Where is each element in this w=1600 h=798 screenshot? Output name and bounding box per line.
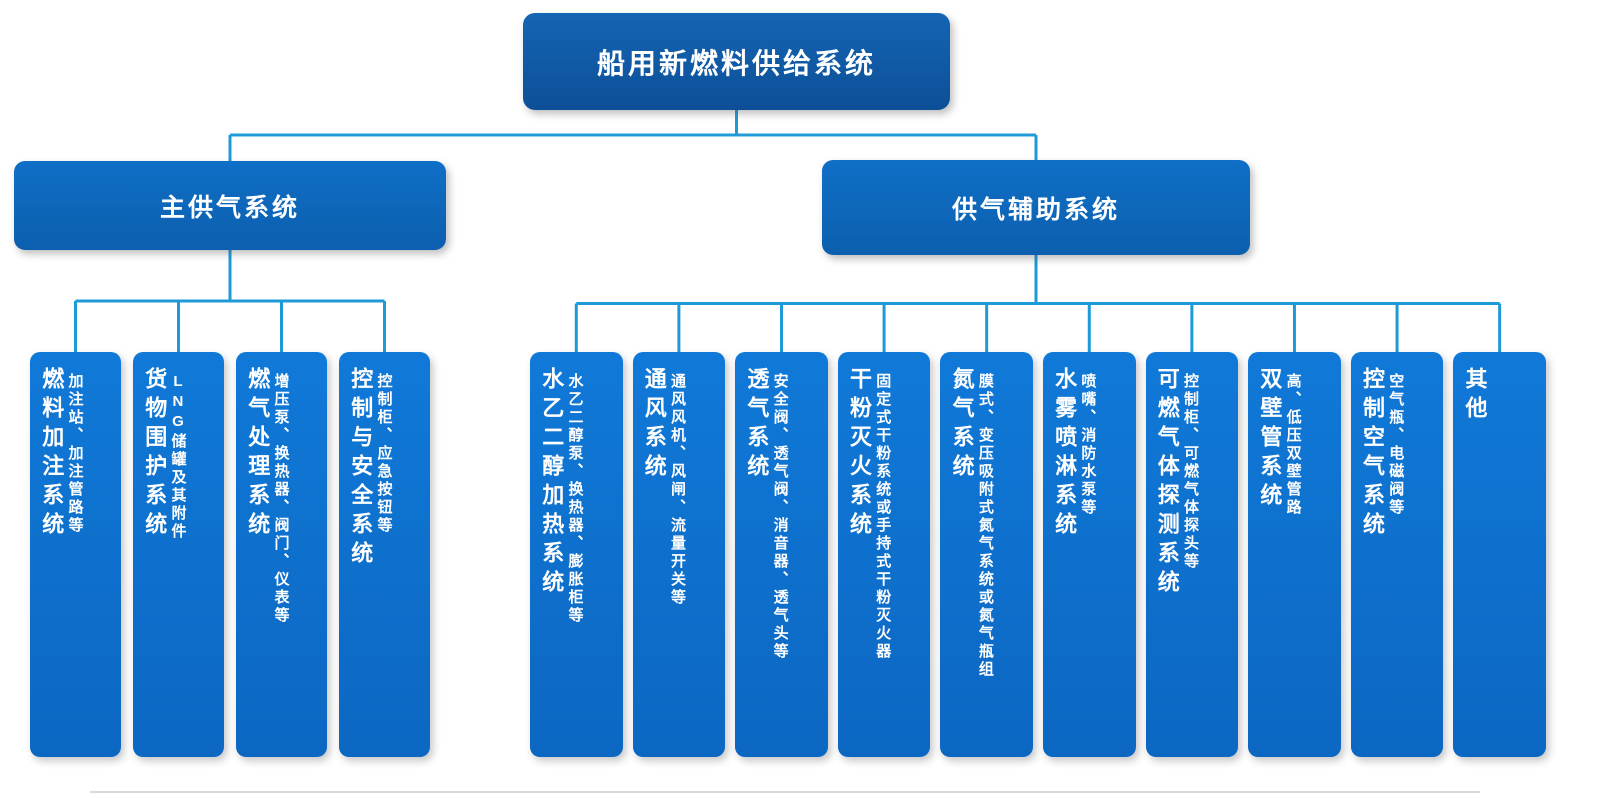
root-node: 船用新燃料供给系统 [523,13,950,110]
leaf-title: 燃气处理系统 [245,367,271,541]
leaf-box: 透气系统安全阀、透气阀、消音器、透气头等 [735,352,828,757]
leaf-detail: 控制柜、应急按钮等 [375,373,393,535]
leaf-detail: 加注站、加注管路等 [66,373,84,535]
leaf-title: 燃料加注系统 [39,367,65,541]
leaf-title: 通风系统 [641,367,667,483]
leaf-detail: 控制柜、可燃气体探头等 [1182,373,1199,571]
leaf-box: 双壁管系统高、低压双壁管路 [1248,352,1341,757]
branch-box-aux: 供气辅助系统 [822,160,1250,255]
leaf-title: 双壁管系统 [1257,367,1283,512]
leaf-box: 干粉灭火系统固定式干粉系统或手持式干粉灭火器 [837,352,931,757]
leaf-detail: 喷嘴、消防水泵等 [1079,373,1097,517]
branch-box-main: 主供气系统 [14,161,446,250]
leaf-box: 燃气处理系统增压泵、换热器、阀门、仪表等 [236,352,327,757]
leaf-detail: 高、低压双壁管路 [1284,373,1302,517]
leaf-box: 水雾喷淋系统喷嘴、消防水泵等 [1042,352,1136,757]
leaf-row-aux: 水乙二醇加热系统水乙二醇泵、换热器、膨胀柜等通风系统通风风机、风闸、流量开关等透… [530,352,1546,757]
leaf-title: 干粉灭火系统 [846,367,872,541]
leaf-title: 其他 [1462,367,1488,425]
leaf-detail: 安全阀、透气阀、消音器、透气头等 [771,373,789,661]
bottom-divider [90,791,1480,793]
leaf-box: 可燃气体探测系统控制柜、可燃气体探头等 [1145,352,1239,757]
leaf-detail: 空气瓶、电磁阀等 [1387,373,1405,517]
leaf-title: 控制与安全系统 [348,367,374,570]
leaf-box: 其他 [1453,352,1546,757]
leaf-title: 透气系统 [744,367,770,483]
leaf-box: 控制空气系统空气瓶、电磁阀等 [1350,352,1444,757]
leaf-box: 水乙二醇加热系统水乙二醇泵、换热器、膨胀柜等 [530,352,623,757]
branch-label-main: 主供气系统 [159,193,300,222]
leaf-detail: 膜式、变压吸附式氮气系统或氮气瓶组 [976,373,994,679]
leaf-box: 氮气系统膜式、变压吸附式氮气系统或氮气瓶组 [940,352,1033,757]
leaf-detail: 水乙二醇泵、换热器、膨胀柜等 [566,373,584,625]
leaf-box: 通风系统通风风机、风闸、流量开关等 [632,352,726,757]
leaf-detail: LNG储罐及其附件 [169,373,187,541]
leaf-title: 水雾喷淋系统 [1052,367,1078,541]
leaf-detail: 固定式干粉系统或手持式干粉灭火器 [874,373,892,661]
leaf-title: 可燃气体探测系统 [1154,367,1180,599]
leaf-detail: 通风风机、风闸、流量开关等 [669,373,687,607]
leaf-title: 氮气系统 [949,367,975,483]
leaf-detail: 增压泵、换热器、阀门、仪表等 [272,373,290,625]
root-label: 船用新燃料供给系统 [596,47,876,79]
leaf-box: 燃料加注系统加注站、加注管路等 [30,352,121,757]
branch-label-aux: 供气辅助系统 [951,195,1120,224]
leaf-title: 控制空气系统 [1359,367,1385,541]
leaf-box: 控制与安全系统控制柜、应急按钮等 [339,352,430,757]
leaf-title: 水乙二醇加热系统 [539,367,565,599]
leaf-title: 货物围护系统 [142,367,168,541]
